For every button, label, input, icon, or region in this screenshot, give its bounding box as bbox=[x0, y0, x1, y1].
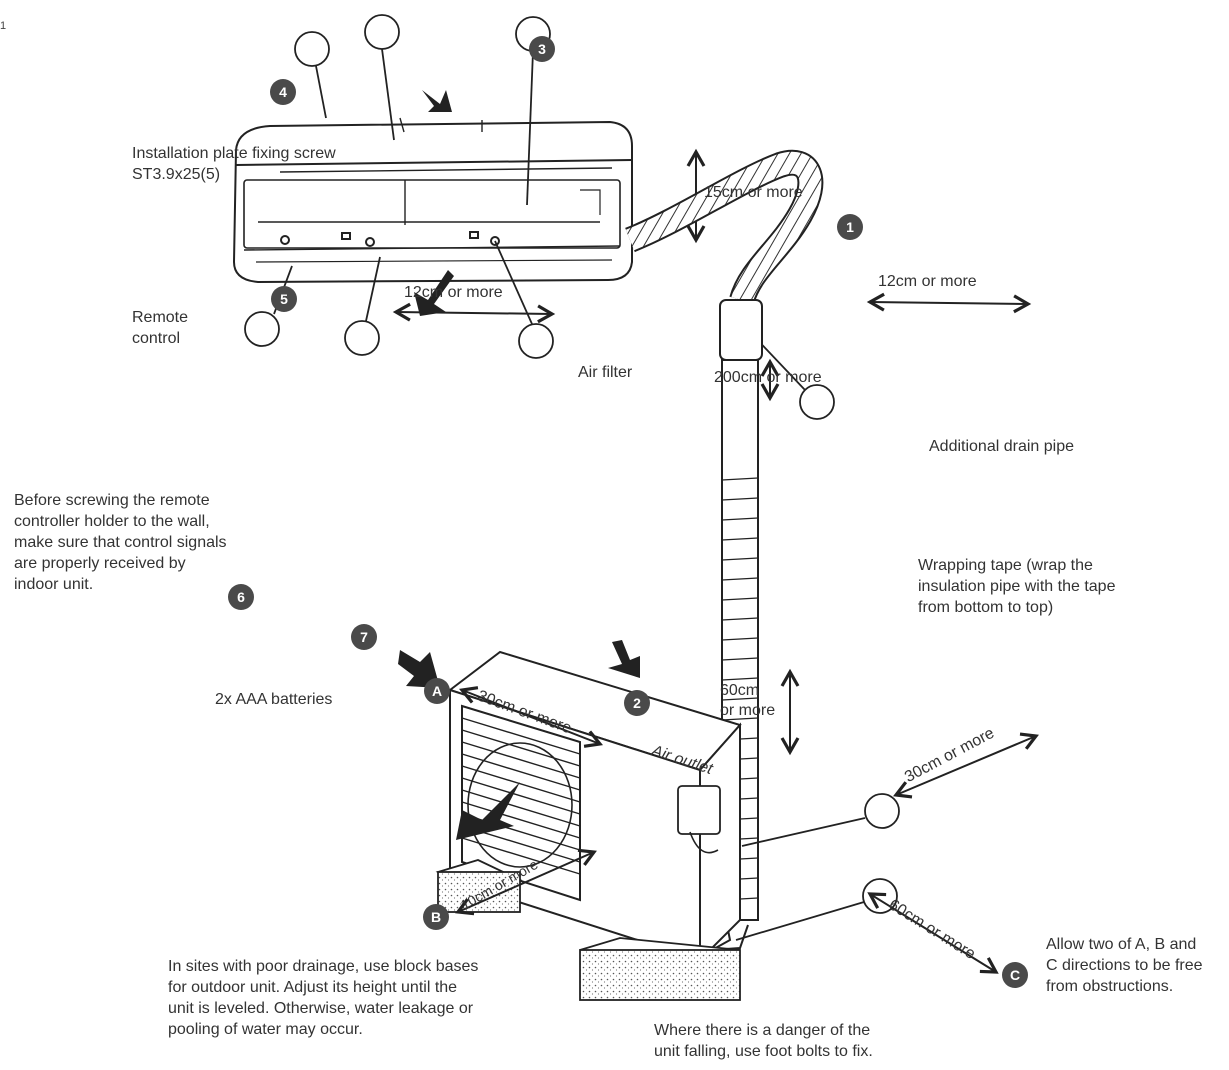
directions-note: Allow two of A, B and C directions to be… bbox=[1046, 936, 1203, 995]
badge-A: A bbox=[424, 678, 450, 704]
clearance-12cm-right-label: 12cm or more bbox=[878, 273, 977, 290]
badge-4: 4 bbox=[270, 79, 296, 105]
svg-text:B: B bbox=[431, 909, 441, 925]
remote-note: Before screwing the remote controller ho… bbox=[14, 492, 227, 593]
clearance-60cm-vertical-label: 60cm or more bbox=[720, 682, 776, 719]
badge-C: C bbox=[1002, 962, 1028, 988]
airflow-arrow-icon bbox=[456, 782, 520, 840]
clearance-arrow-diagonal bbox=[867, 892, 999, 974]
direction-arrow-icon bbox=[422, 90, 452, 112]
svg-text:A: A bbox=[432, 683, 442, 699]
svg-text:1: 1 bbox=[846, 219, 854, 235]
foot-bolts-note: Where there is a danger of the unit fall… bbox=[654, 1022, 873, 1060]
page-ref: 1 bbox=[0, 20, 7, 32]
drain-pipe-label: Additional drain pipe bbox=[929, 438, 1074, 455]
clearance-arrow-diagonal bbox=[455, 848, 597, 916]
svg-text:C: C bbox=[1010, 967, 1020, 983]
svg-text:6: 6 bbox=[237, 589, 245, 605]
wrapping-tape-label: Wrapping tape (wrap the insulation pipe … bbox=[918, 557, 1116, 616]
svg-text:7: 7 bbox=[360, 629, 368, 645]
batteries-label: 2x AAA batteries bbox=[215, 691, 333, 708]
badge-1: 1 bbox=[837, 214, 863, 240]
badges: 1 2 3 4 5 6 7 A B C bbox=[228, 36, 1028, 988]
svg-text:5: 5 bbox=[280, 291, 288, 307]
badge-7: 7 bbox=[351, 624, 377, 650]
badge-5: 5 bbox=[271, 286, 297, 312]
indoor-unit bbox=[232, 117, 633, 284]
badge-2: 2 bbox=[624, 690, 650, 716]
callout-circles-bottom bbox=[735, 793, 900, 941]
badge-B: B bbox=[423, 904, 449, 930]
clearance-arrow-diagonal bbox=[893, 732, 1039, 799]
badge-3: 3 bbox=[529, 36, 555, 62]
remote-control-label: Remote control bbox=[132, 309, 189, 347]
clearance-15cm-label: 15cm or more bbox=[704, 184, 803, 201]
clearance-arrow-horizontal bbox=[866, 292, 1032, 314]
badge-6: 6 bbox=[228, 584, 254, 610]
drainage-note: In sites with poor drainage, use block b… bbox=[168, 958, 479, 1038]
air-filter-label: Air filter bbox=[578, 364, 633, 381]
direction-arrow-icon bbox=[608, 640, 640, 678]
direction-arrow-icon bbox=[398, 650, 440, 688]
svg-text:3: 3 bbox=[538, 41, 546, 57]
svg-text:4: 4 bbox=[279, 84, 287, 100]
screw-label: Installation plate fixing screw ST3.9x25… bbox=[132, 145, 336, 183]
clearance-200cm-label: 200cm or more bbox=[714, 369, 822, 386]
clearance-12cm-top-label: 12cm or more bbox=[404, 284, 503, 301]
clearance-arrow-horizontal bbox=[392, 302, 556, 324]
clearance-arrow-diagonal bbox=[458, 686, 604, 748]
svg-text:2: 2 bbox=[633, 695, 641, 711]
